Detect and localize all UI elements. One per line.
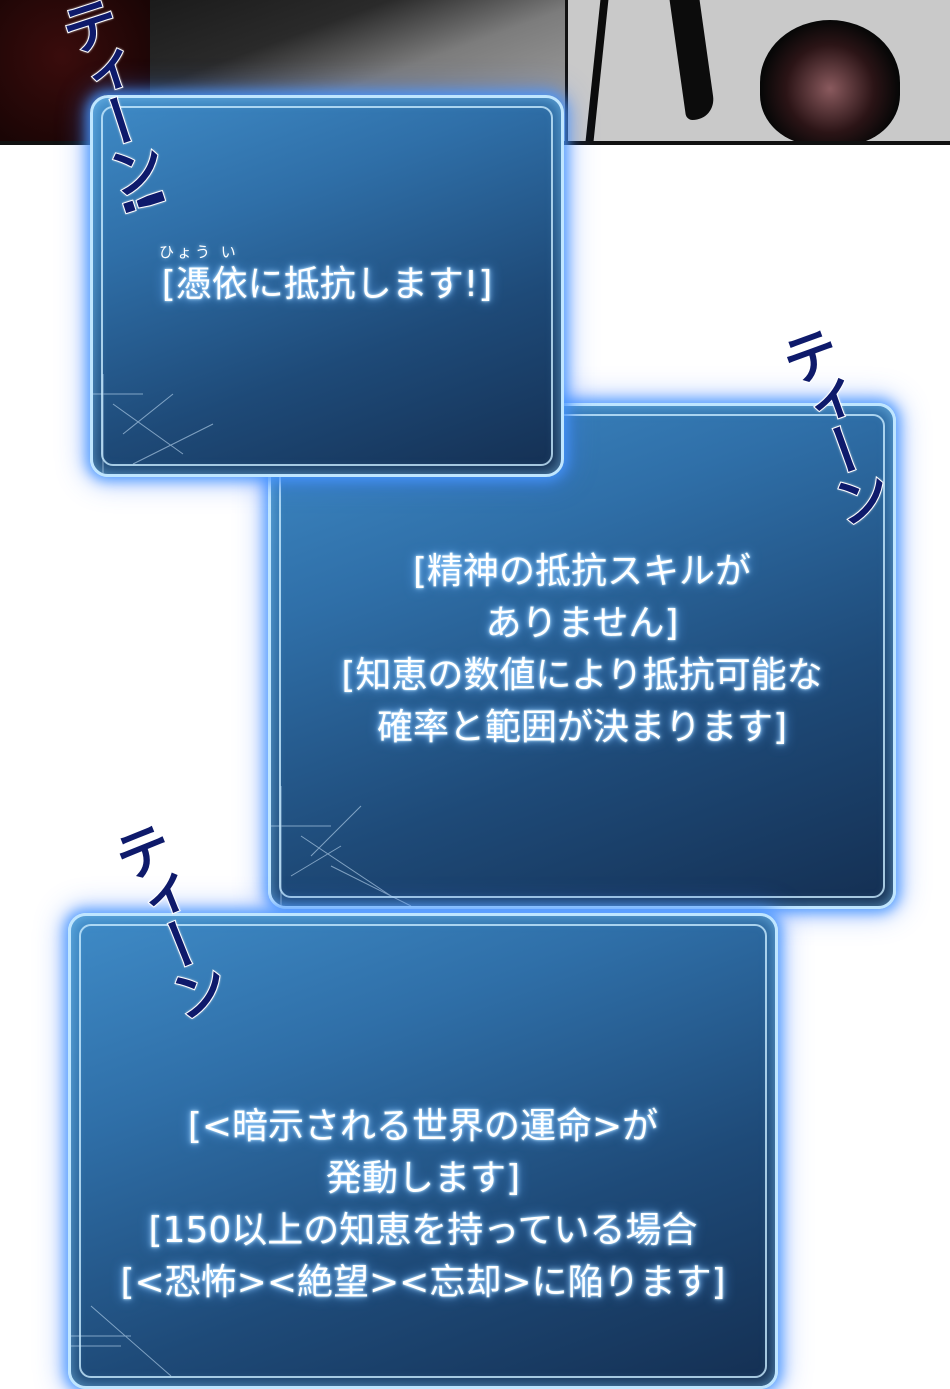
system-message-box-1: ひょう い [憑依に抵抗します!] xyxy=(90,95,564,477)
system-message-box-2: [精神の抵抗スキルが ありません] [知恵の数値により抵抗可能な 確率と範囲が決… xyxy=(268,403,896,909)
message-line: 発動します] xyxy=(325,1158,521,1199)
message-line: [精神の抵抗スキルが xyxy=(412,551,752,592)
message-text: [<暗示される世界の運命>が 発動します] [150以上の知恵を持っている場合 … xyxy=(71,1101,775,1309)
blurred-eye xyxy=(760,20,900,141)
message-line: 確率と範囲が決まります] xyxy=(376,707,788,748)
message-line: [憑依に抵抗します!] xyxy=(161,264,493,305)
manga-top-panel xyxy=(0,0,950,145)
message-line: ありません] xyxy=(485,603,679,644)
message-line: [知恵の数値により抵抗可能な xyxy=(341,655,823,696)
message-line: [<暗示される世界の運命>が xyxy=(187,1106,659,1147)
message-line: [150以上の知恵を持っている場合 xyxy=(148,1210,698,1251)
circuit-lines-decoration xyxy=(271,786,412,906)
circuit-lines-decoration xyxy=(93,374,214,474)
furigana: ひょう い xyxy=(159,243,239,261)
system-message-box-3: [<暗示される世界の運命>が 発動します] [150以上の知恵を持っている場合 … xyxy=(68,913,778,1389)
message-text: [精神の抵抗スキルが ありません] [知恵の数値により抵抗可能な 確率と範囲が決… xyxy=(271,546,893,754)
message-text: [憑依に抵抗します!] xyxy=(93,258,561,312)
message-line: [<恐怖><絶望><忘却>に陥ります] xyxy=(120,1262,726,1303)
